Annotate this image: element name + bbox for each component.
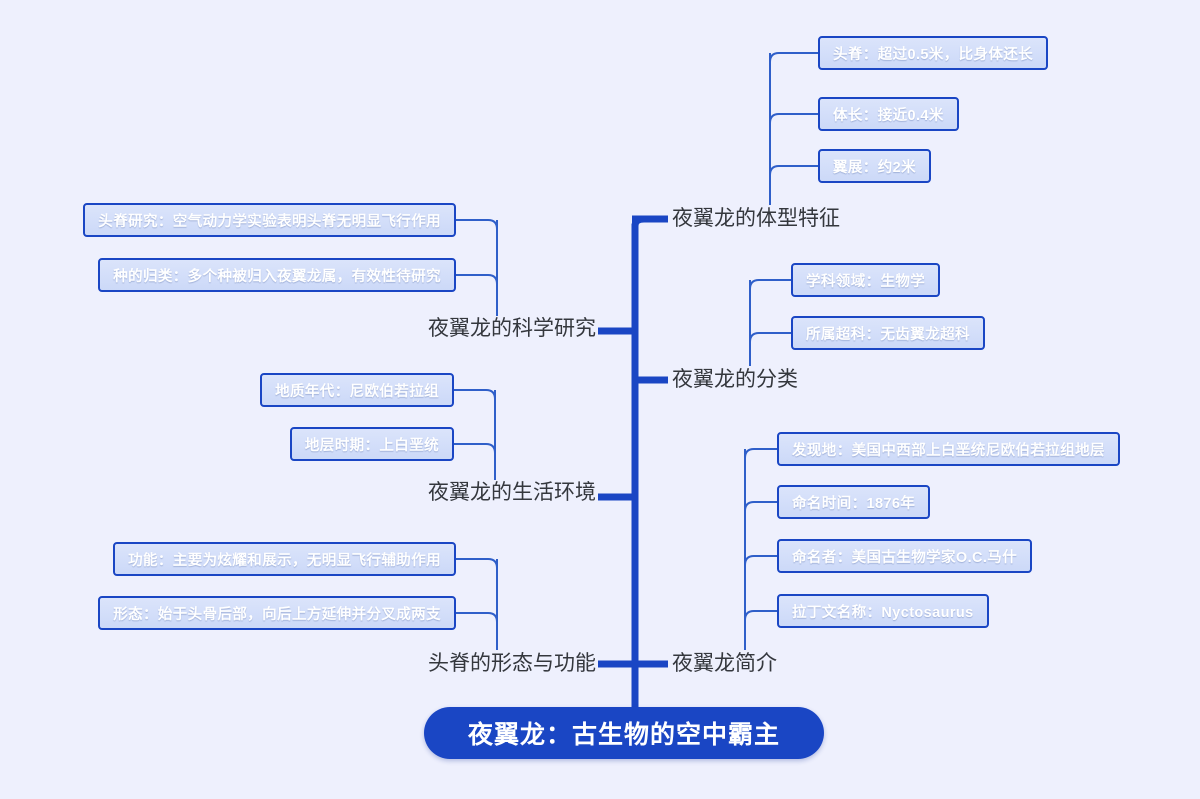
branch-text: 头脊的形态与功能 [428, 652, 596, 675]
leaf-label: 种的归类：多个种被归入夜翼龙属，有效性待研究 [113, 268, 441, 285]
leaf-node[interactable]: 体长：接近0.4米 [818, 97, 959, 131]
branch-label-crest-form-function[interactable]: 头脊的形态与功能 [428, 653, 596, 674]
leaf-label: 拉丁文名称：Nyctosaurus [792, 604, 974, 621]
branch-label-body-features[interactable]: 夜翼龙的体型特征 [672, 208, 840, 229]
branch-text: 夜翼龙的分类 [672, 368, 798, 391]
branch-label-classification[interactable]: 夜翼龙的分类 [672, 369, 798, 390]
leaf-label: 功能：主要为炫耀和展示，无明显飞行辅助作用 [128, 552, 441, 569]
leaf-node[interactable]: 功能：主要为炫耀和展示，无明显飞行辅助作用 [113, 542, 456, 576]
leaf-node[interactable]: 拉丁文名称：Nyctosaurus [777, 594, 989, 628]
leaf-node[interactable]: 头脊：超过0.5米，比身体还长 [818, 36, 1049, 70]
leaf-label: 命名者：美国古生物学家O.C.马什 [792, 549, 1018, 566]
leaf-node[interactable]: 种的归类：多个种被归入夜翼龙属，有效性待研究 [98, 258, 456, 292]
branch-label-habitat[interactable]: 夜翼龙的生活环境 [428, 482, 596, 503]
leaf-node[interactable]: 形态：始于头骨后部，向后上方延伸并分叉成两支 [98, 596, 456, 630]
leaf-label: 地质年代：尼欧伯若拉组 [275, 383, 439, 400]
leaf-label: 头脊：超过0.5米，比身体还长 [833, 46, 1034, 63]
leaf-label: 头脊研究：空气动力学实验表明头脊无明显飞行作用 [98, 213, 441, 230]
leaf-label: 发现地：美国中西部上白垩统尼欧伯若拉组地层 [792, 442, 1105, 459]
branch-label-introduction[interactable]: 夜翼龙简介 [672, 653, 777, 674]
leaf-node[interactable]: 地质年代：尼欧伯若拉组 [260, 373, 454, 407]
leaf-node[interactable]: 头脊研究：空气动力学实验表明头脊无明显飞行作用 [83, 203, 456, 237]
branch-text: 夜翼龙的生活环境 [428, 481, 596, 504]
leaf-label: 学科领域：生物学 [806, 273, 926, 290]
leaf-node[interactable]: 所属超科：无齿翼龙超科 [791, 316, 985, 350]
leaf-label: 地层时期：上白垩统 [304, 437, 439, 454]
branch-text: 夜翼龙的体型特征 [672, 207, 840, 230]
root-node-label: 夜翼龙：古生物的空中霸主 [467, 721, 780, 749]
leaf-label: 所属超科：无齿翼龙超科 [806, 326, 970, 343]
leaf-node[interactable]: 地层时期：上白垩统 [289, 427, 454, 461]
leaf-node[interactable]: 发现地：美国中西部上白垩统尼欧伯若拉组地层 [777, 432, 1120, 466]
leaf-label: 命名时间：1876年 [792, 495, 916, 512]
leaf-node[interactable]: 翼展：约2米 [818, 149, 931, 183]
root-node[interactable]: 夜翼龙：古生物的空中霸主 [424, 707, 824, 759]
leaf-label: 形态：始于头骨后部，向后上方延伸并分叉成两支 [113, 606, 441, 623]
branch-text: 夜翼龙简介 [672, 652, 777, 675]
leaf-node[interactable]: 学科领域：生物学 [791, 263, 941, 297]
branch-label-scientific-research[interactable]: 夜翼龙的科学研究 [428, 318, 596, 339]
leaf-label: 体长：接近0.4米 [833, 107, 944, 124]
leaf-label: 翼展：约2米 [833, 159, 916, 176]
branch-text: 夜翼龙的科学研究 [428, 317, 596, 340]
leaf-node[interactable]: 命名时间：1876年 [777, 485, 931, 519]
leaf-node[interactable]: 命名者：美国古生物学家O.C.马什 [777, 539, 1033, 573]
